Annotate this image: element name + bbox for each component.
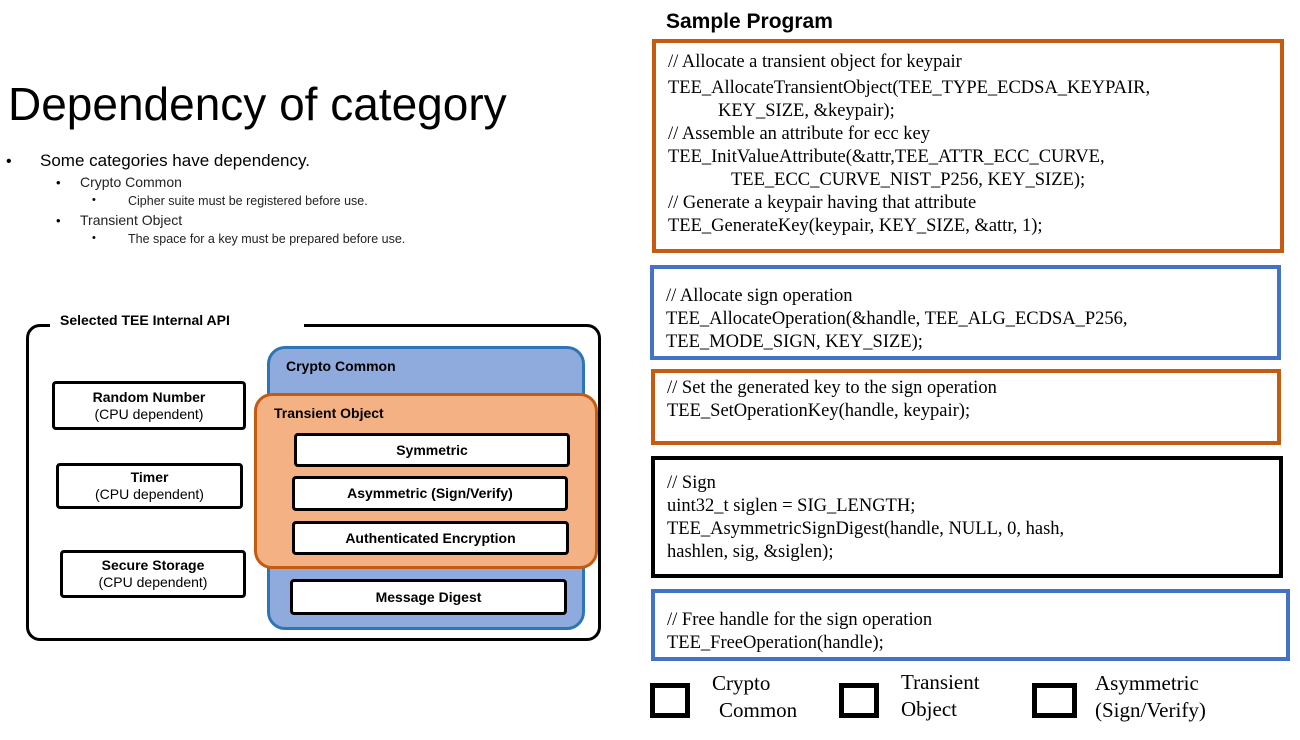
code-box-free-operation: // Free handle for the sign operation TE… — [651, 589, 1290, 661]
timer-label: Timer — [130, 469, 169, 485]
code-line: TEE_GenerateKey(keypair, KEY_SIZE, &attr… — [668, 216, 1043, 236]
code-line: TEE_FreeOperation(handle); — [667, 633, 884, 653]
bullet-transient-object: Transient Object — [80, 212, 183, 228]
symmetric-label: Symmetric — [396, 441, 468, 458]
legend-swatch-asymmetric — [1032, 683, 1077, 718]
code-line: // Assemble an attribute for ecc key — [668, 124, 930, 144]
legend-transient-object-line2: Object — [901, 697, 957, 721]
code-line: // Sign — [667, 473, 716, 493]
authenticated-encryption-box: Authenticated Encryption — [292, 521, 569, 555]
code-line: // Allocate sign operation — [666, 286, 853, 306]
bullet-crypto-common: Crypto Common — [80, 174, 182, 190]
code-line: // Set the generated key to the sign ope… — [667, 378, 997, 398]
message-digest-box: Message Digest — [290, 579, 567, 615]
legend-asymmetric-line1: Asymmetric — [1095, 671, 1199, 695]
random-number-box: Random Number (CPU dependent) — [52, 381, 246, 430]
bullet-main: Some categories have dependency. — [40, 151, 310, 170]
secure-storage-box: Secure Storage (CPU dependent) — [60, 550, 246, 598]
timer-sub: (CPU dependent) — [95, 486, 204, 502]
transient-object-label: Transient Object — [274, 405, 384, 421]
code-line: // Free handle for the sign operation — [667, 610, 933, 630]
code-box-crypto-common: // Allocate sign operation TEE_AllocateO… — [650, 265, 1281, 360]
bullet-dot: • — [92, 232, 96, 244]
legend-crypto-common-line2: Common — [719, 698, 798, 722]
bullet-dot: • — [6, 153, 12, 170]
sample-program-title: Sample Program — [666, 10, 833, 33]
authenticated-encryption-label: Authenticated Encryption — [345, 529, 516, 546]
code-line: KEY_SIZE, &keypair); — [718, 101, 895, 121]
tee-internal-api-frame — [26, 324, 601, 641]
bullet-transient-object-note: The space for a key must be prepared bef… — [128, 232, 406, 246]
code-line: TEE_AsymmetricSignDigest(handle, NULL, 0… — [667, 519, 1065, 539]
slide-title: Dependency of category — [8, 78, 507, 130]
code-box-set-key: // Set the generated key to the sign ope… — [651, 369, 1281, 445]
code-line: TEE_AllocateTransientObject(TEE_TYPE_ECD… — [668, 78, 1151, 98]
bullet-dot: • — [56, 175, 61, 190]
asymmetric-box: Asymmetric (Sign/Verify) — [292, 476, 568, 511]
legend-asymmetric-line2: (Sign/Verify) — [1095, 698, 1206, 722]
code-box-transient-object: // Allocate a transient object for keypa… — [652, 39, 1284, 253]
bullet-dot: • — [56, 213, 61, 228]
crypto-common-label: Crypto Common — [286, 358, 396, 374]
tee-internal-api-title: Selected TEE Internal API — [50, 310, 240, 330]
random-number-label: Random Number — [92, 388, 206, 405]
secure-storage-label: Secure Storage — [101, 557, 205, 573]
timer-box: Timer (CPU dependent) — [56, 463, 243, 509]
symmetric-box: Symmetric — [294, 433, 570, 467]
code-line: uint32_t siglen = SIG_LENGTH; — [667, 496, 916, 516]
code-line: // Generate a keypair having that attrib… — [668, 193, 977, 213]
code-line: TEE_InitValueAttribute(&attr,TEE_ATTR_EC… — [668, 147, 1105, 167]
secure-storage-sub: (CPU dependent) — [98, 574, 208, 590]
legend-crypto-common-line1: Crypto — [712, 671, 771, 695]
asymmetric-label: Asymmetric (Sign/Verify) — [347, 485, 513, 501]
bullet-crypto-common-note: Cipher suite must be registered before u… — [128, 194, 368, 208]
legend-swatch-crypto-common — [650, 683, 690, 718]
code-line: TEE_ECC_CURVE_NIST_P256, KEY_SIZE); — [731, 170, 1086, 190]
code-line: TEE_SetOperationKey(handle, keypair); — [667, 401, 971, 421]
code-line: // Allocate a transient object for keypa… — [668, 52, 962, 72]
code-box-asymmetric: // Sign uint32_t siglen = SIG_LENGTH; TE… — [651, 456, 1283, 578]
legend-swatch-transient-object — [839, 683, 879, 718]
code-line: TEE_AllocateOperation(&handle, TEE_ALG_E… — [666, 309, 1128, 329]
bullet-dot: • — [92, 194, 96, 206]
message-digest-label: Message Digest — [375, 588, 482, 605]
code-line: hashlen, sig, &siglen); — [667, 542, 834, 562]
legend-transient-object-line1: Transient — [901, 670, 980, 694]
code-line: TEE_MODE_SIGN, KEY_SIZE); — [666, 332, 923, 352]
random-number-sub: (CPU dependent) — [94, 405, 204, 422]
